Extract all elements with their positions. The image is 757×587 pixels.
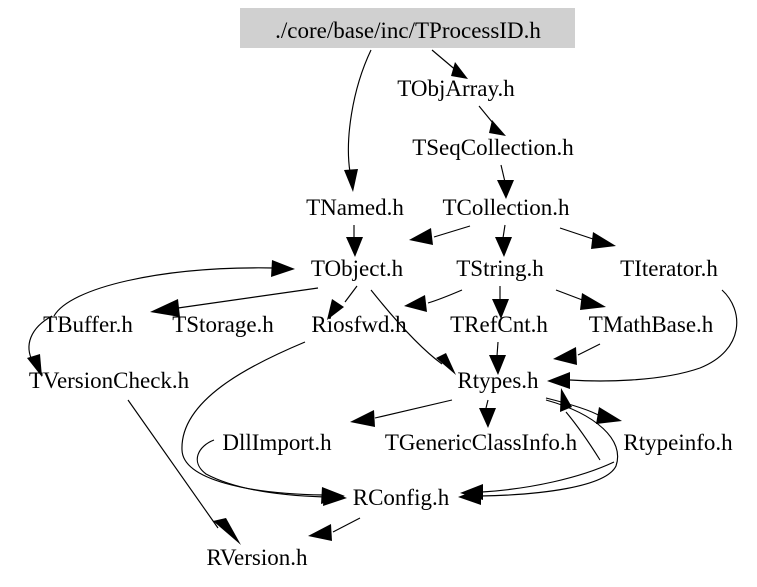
- edge-tnamed-tobject: [346, 225, 363, 257]
- edge-layer: [27, 49, 738, 545]
- node-tcollection[interactable]: TCollection.h: [442, 195, 570, 220]
- node-tgenericclassinfo[interactable]: TGenericClassInfo.h: [385, 430, 578, 455]
- edge-tstring-riosfwd: [404, 289, 463, 312]
- node-rtypes[interactable]: Rtypes.h: [457, 368, 539, 393]
- node-titerator[interactable]: TIterator.h: [620, 256, 718, 281]
- edge-tcollection-tobject: [409, 225, 471, 245]
- edge-tgenericclassinfo-rtypes: [560, 388, 601, 461]
- edge-tprocessid-tobjarray: [431, 49, 468, 79]
- edge-tversioncheck-rversion: [127, 399, 241, 545]
- node-tnamed[interactable]: TNamed.h: [306, 195, 404, 220]
- node-riosfwd[interactable]: Riosfwd.h: [311, 312, 407, 337]
- node-tversioncheck[interactable]: TVersionCheck.h: [29, 368, 190, 393]
- edge-rtypes-tgenericclassinfo: [479, 399, 496, 428]
- node-tprocessid[interactable]: ./core/base/inc/TProcessID.h: [275, 18, 541, 43]
- edge-rtypes-dllimport: [350, 399, 453, 427]
- node-tseqcollection[interactable]: TSeqCollection.h: [412, 135, 574, 160]
- edge-tbuffer-tversioncheck: [27, 315, 53, 377]
- edge-tprocessid-tnamed: [344, 49, 372, 192]
- edge-tobject-tstorage: [150, 287, 319, 317]
- edge-tstring-trefcnt: [492, 286, 509, 319]
- edge-rtypeinfo-rconfig: [460, 461, 615, 500]
- node-rconfig[interactable]: RConfig.h: [353, 485, 450, 510]
- node-rversion[interactable]: RVersion.h: [206, 545, 308, 570]
- node-dllimport[interactable]: DllImport.h: [222, 430, 332, 455]
- node-tobjarray[interactable]: TObjArray.h: [397, 76, 515, 101]
- edge-tobject-riosfwd: [327, 285, 358, 320]
- node-tbuffer[interactable]: TBuffer.h: [43, 312, 133, 337]
- edge-tseqcollection-tcollection: [497, 164, 514, 199]
- node-trefcnt[interactable]: TRefCnt.h: [450, 312, 548, 337]
- edge-tstring-tmathbase: [555, 289, 606, 310]
- edge-tmathbase-rtypes: [553, 343, 601, 365]
- edge-tcollection-titerator: [559, 227, 616, 249]
- edge-trefcnt-rtypes: [489, 341, 506, 375]
- edge-tcollection-tstring: [495, 224, 512, 257]
- node-tobject[interactable]: TObject.h: [311, 256, 404, 281]
- edge-rtypes-rtypeinfo: [545, 397, 622, 424]
- node-rtypeinfo[interactable]: Rtypeinfo.h: [623, 430, 733, 455]
- node-tstring[interactable]: TString.h: [456, 256, 544, 281]
- edge-tobject-rtypes: [370, 289, 456, 375]
- node-tmathbase[interactable]: TMathBase.h: [589, 312, 714, 337]
- node-layer: ./core/base/inc/TProcessID.h TObjArray.h…: [29, 8, 733, 570]
- edge-dllimport-rconfig: [196, 439, 347, 506]
- edge-tobjarray-tseqcollection: [478, 105, 506, 136]
- edge-titerator-rtypes: [547, 289, 738, 389]
- edge-rconfig-rversion: [308, 517, 361, 541]
- node-tstorage[interactable]: TStorage.h: [172, 312, 274, 337]
- root-node-background: [240, 8, 575, 48]
- edge-tbuffer-tobject: [53, 260, 295, 317]
